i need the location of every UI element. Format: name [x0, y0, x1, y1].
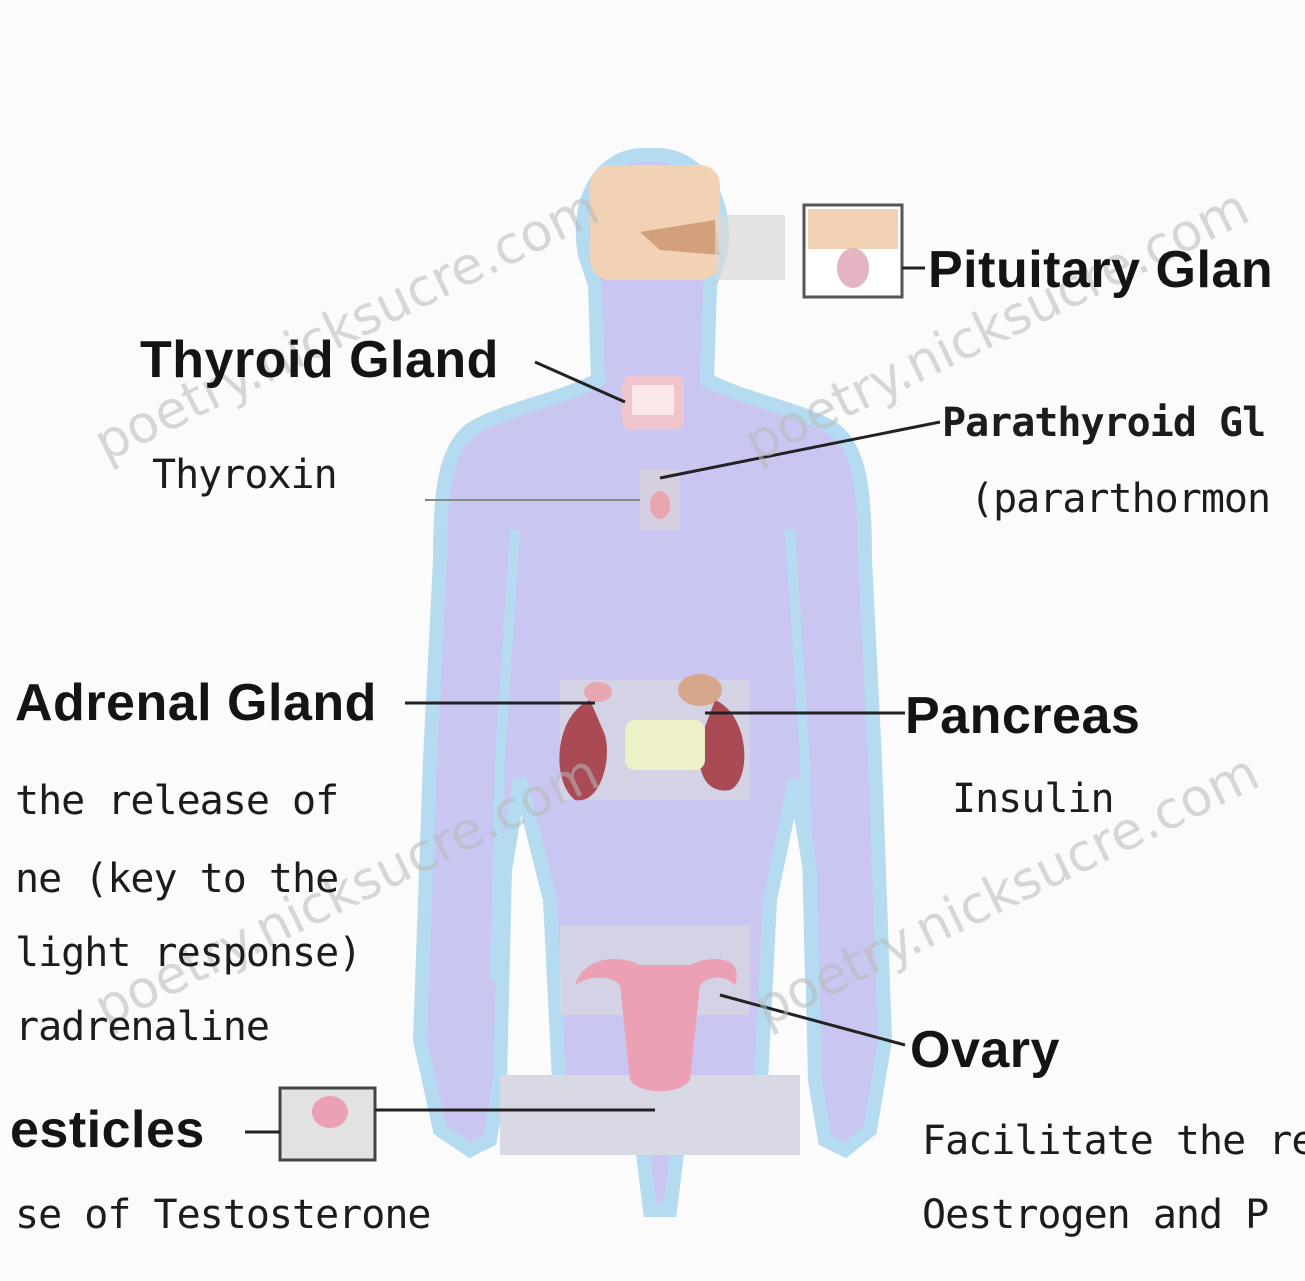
adrenal-desc-4: radrenaline: [15, 1004, 269, 1050]
thyroid-hormone: Thyroxin: [152, 452, 337, 498]
adrenal-desc-1: the release of: [15, 778, 338, 824]
adrenal-desc-3: light response): [15, 930, 361, 976]
testicles-label: esticles: [10, 1100, 205, 1160]
pituitary-inset: [804, 205, 925, 297]
pancreas-hormone: Insulin: [952, 776, 1114, 822]
ovary-desc-2: Oestrogen and P: [922, 1192, 1268, 1238]
pituitary-label: Pituitary Glan: [928, 240, 1273, 300]
pancreas-label: Pancreas: [905, 686, 1140, 746]
parathyroid-label: Parathyroid Gl: [942, 400, 1265, 446]
brain-shape: [590, 165, 785, 280]
adrenal-desc-2: ne (key to the: [15, 856, 338, 902]
adrenal-label: Adrenal Gland: [15, 673, 377, 733]
testicles-desc: se of Testosterone: [15, 1192, 430, 1238]
ovary-label: Ovary: [910, 1020, 1060, 1080]
ovary-desc-1: Facilitate the re: [922, 1118, 1305, 1164]
thyroid-label: Thyroid Gland: [140, 330, 499, 390]
parathyroid-hormone: (pararthormon: [970, 476, 1270, 522]
